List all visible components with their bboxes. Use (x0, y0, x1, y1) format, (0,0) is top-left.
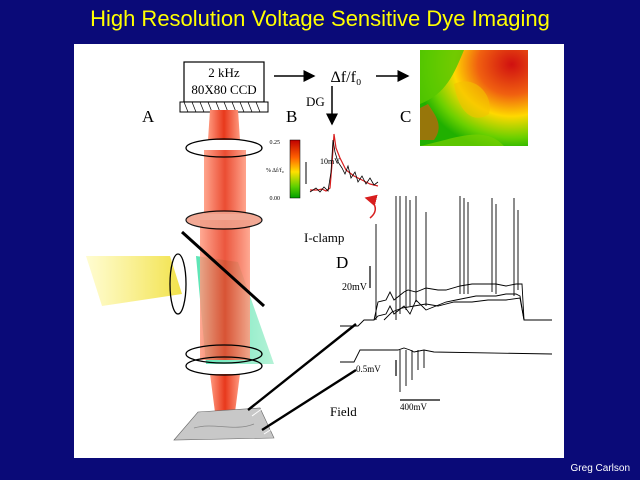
ratio-label: Δf/f₀ (331, 69, 362, 86)
panel-label-c: C (400, 107, 411, 126)
activity-heat-map (420, 50, 528, 146)
slide-title: High Resolution Voltage Sensitive Dye Im… (90, 6, 550, 31)
figure-panel: 2 kHz 80X80 CCD Δf/f₀ C DG A B 0.25 0.00… (74, 44, 564, 458)
lens-middle (185, 210, 263, 230)
lens-upper (185, 138, 263, 158)
dichroic-mirror (180, 230, 266, 308)
field-label: Field (330, 404, 357, 419)
panel-label-b: B (286, 107, 297, 126)
scale-05mv: 0.5mV (356, 364, 381, 374)
panel-label-a: A (142, 107, 155, 126)
panel-label-d: D (336, 253, 348, 272)
iclamp-arrow (364, 194, 378, 219)
author-credit: Greg Carlson (570, 463, 630, 474)
electrode-highlight (251, 337, 361, 417)
field-electrode-highlight (263, 373, 359, 435)
excitation-light (86, 256, 182, 306)
dg-label: DG (306, 94, 325, 109)
lens-side (169, 253, 187, 315)
trace-scale-label: 10mV (320, 157, 340, 166)
optical-beam (200, 110, 250, 420)
recording-electrode (247, 323, 357, 411)
field-traces (340, 347, 553, 401)
colorbar-min: 0.00 (270, 196, 281, 202)
camera-rate-label: 2 kHz (208, 65, 240, 80)
camera-model-label: 80X80 CCD (191, 82, 256, 97)
field-electrode (261, 368, 357, 432)
lens-lower-b (185, 356, 263, 376)
figure-svg: 2 kHz 80X80 CCD Δf/f₀ C DG A B 0.25 0.00… (86, 50, 553, 441)
colorbar-axis-label: % Δf/f₀ (266, 167, 284, 174)
lens-lower-a (185, 344, 263, 364)
iclamp-label: I-clamp (304, 230, 344, 245)
intracellular-traces (340, 196, 552, 327)
ccd-camera: 2 kHz 80X80 CCD (179, 61, 269, 113)
colorbar-max: 0.25 (270, 140, 281, 146)
color-scale-bar: 0.25 0.00 % Δf/f₀ (266, 139, 301, 202)
optical-trace: 10mV (305, 133, 379, 193)
scale-20mv: 20mV (342, 282, 368, 293)
brain-slice (173, 407, 275, 441)
scale-400mv: 400mV (400, 402, 428, 412)
